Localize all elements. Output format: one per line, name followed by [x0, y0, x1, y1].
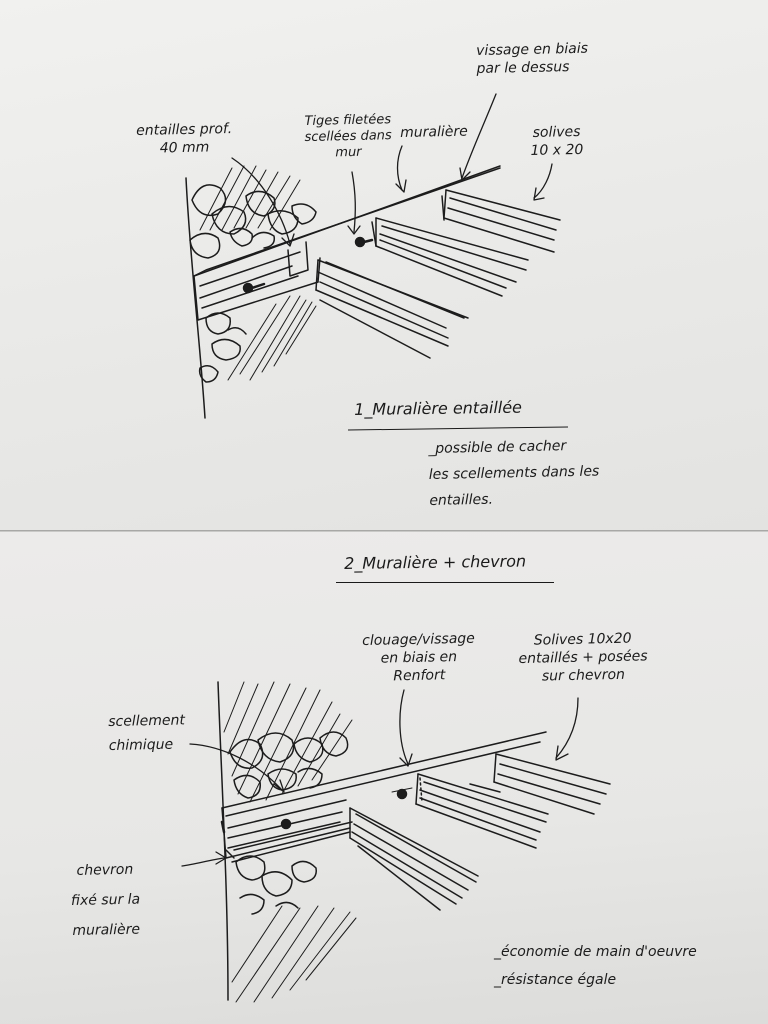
- label-batten: chevron fixé sur la muralière: [70, 861, 141, 939]
- sketch-1-drawing: [185, 93, 561, 419]
- sketch-2-drawing: [181, 681, 611, 1003]
- wall-stones: [229, 731, 349, 915]
- label-joists: Solives 10x20 entaillés + posées sur che…: [518, 630, 648, 685]
- label-notches: entailles prof. 40 mm: [136, 120, 233, 157]
- sketch-1-note: _possible de cacher les scellements dans…: [428, 438, 600, 509]
- note-item: _économie de main d'oeuvre: [494, 944, 697, 960]
- bolts: [242, 236, 374, 294]
- wall-stones: [189, 184, 317, 383]
- label-joists: solives 10 x 20: [530, 123, 584, 159]
- sheet-top: entailles prof. 40 mm Tiges filetées sce…: [0, 0, 768, 531]
- label-threaded-rods: Tiges filetées scellées dans mur: [304, 112, 392, 161]
- wall-hatching: [199, 165, 317, 381]
- ledger-beam: [220, 731, 547, 859]
- joists: [349, 753, 611, 911]
- batten: [231, 821, 353, 863]
- sketch-2-title-underline: [336, 582, 554, 583]
- joists: [315, 189, 561, 359]
- wall-face-line: [217, 681, 229, 1001]
- sheet-bottom: 2_Muralière + chevron: [0, 532, 768, 1024]
- label-nailing: clouage/vissage en biais en Renfort: [362, 630, 476, 685]
- label-chemical-anchor: scellement chimique: [108, 712, 186, 754]
- wall-face-line: [185, 177, 206, 419]
- label-ledger: muralière: [400, 123, 468, 141]
- ledger-beam: [193, 165, 501, 321]
- note-item: _résistance égale: [494, 972, 617, 988]
- label-screwing: vissage en biais par le dessus: [476, 40, 589, 77]
- sketch-2-notes: _économie de main d'oeuvre _résistance é…: [494, 938, 697, 994]
- sketch-1-title: 1_Muralière entaillée: [354, 397, 523, 419]
- annotation-arrows: [231, 93, 553, 247]
- annotation-arrows: [181, 689, 579, 867]
